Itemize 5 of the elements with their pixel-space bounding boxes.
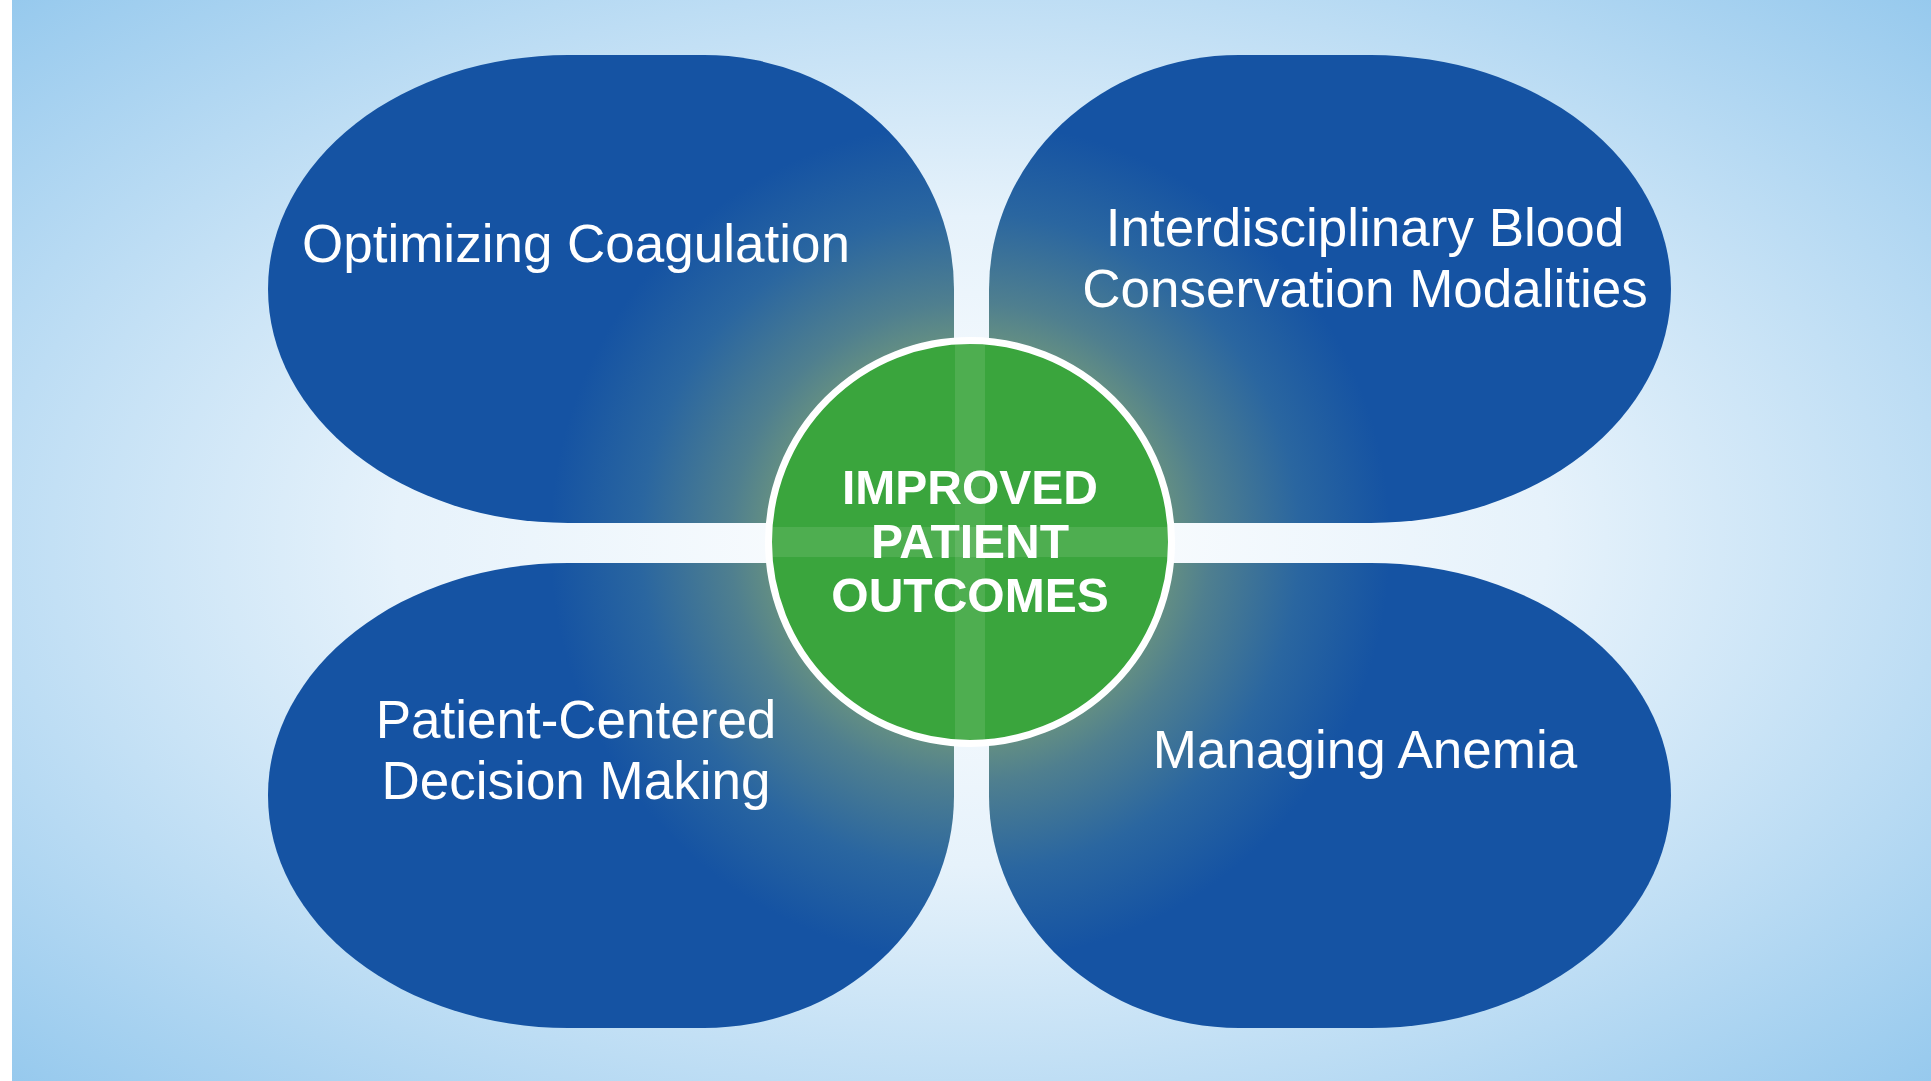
circle-label: IMPROVED PATIENT OUTCOMES (830, 461, 1110, 623)
box-label: Managing Anemia (1152, 720, 1578, 781)
box-label: Optimizing Coagulation (302, 213, 850, 275)
box-label: Interdisciplinary Blood Conservation Modalities (1081, 198, 1649, 320)
box-label: Patient-Centered Decision Making (374, 689, 778, 812)
